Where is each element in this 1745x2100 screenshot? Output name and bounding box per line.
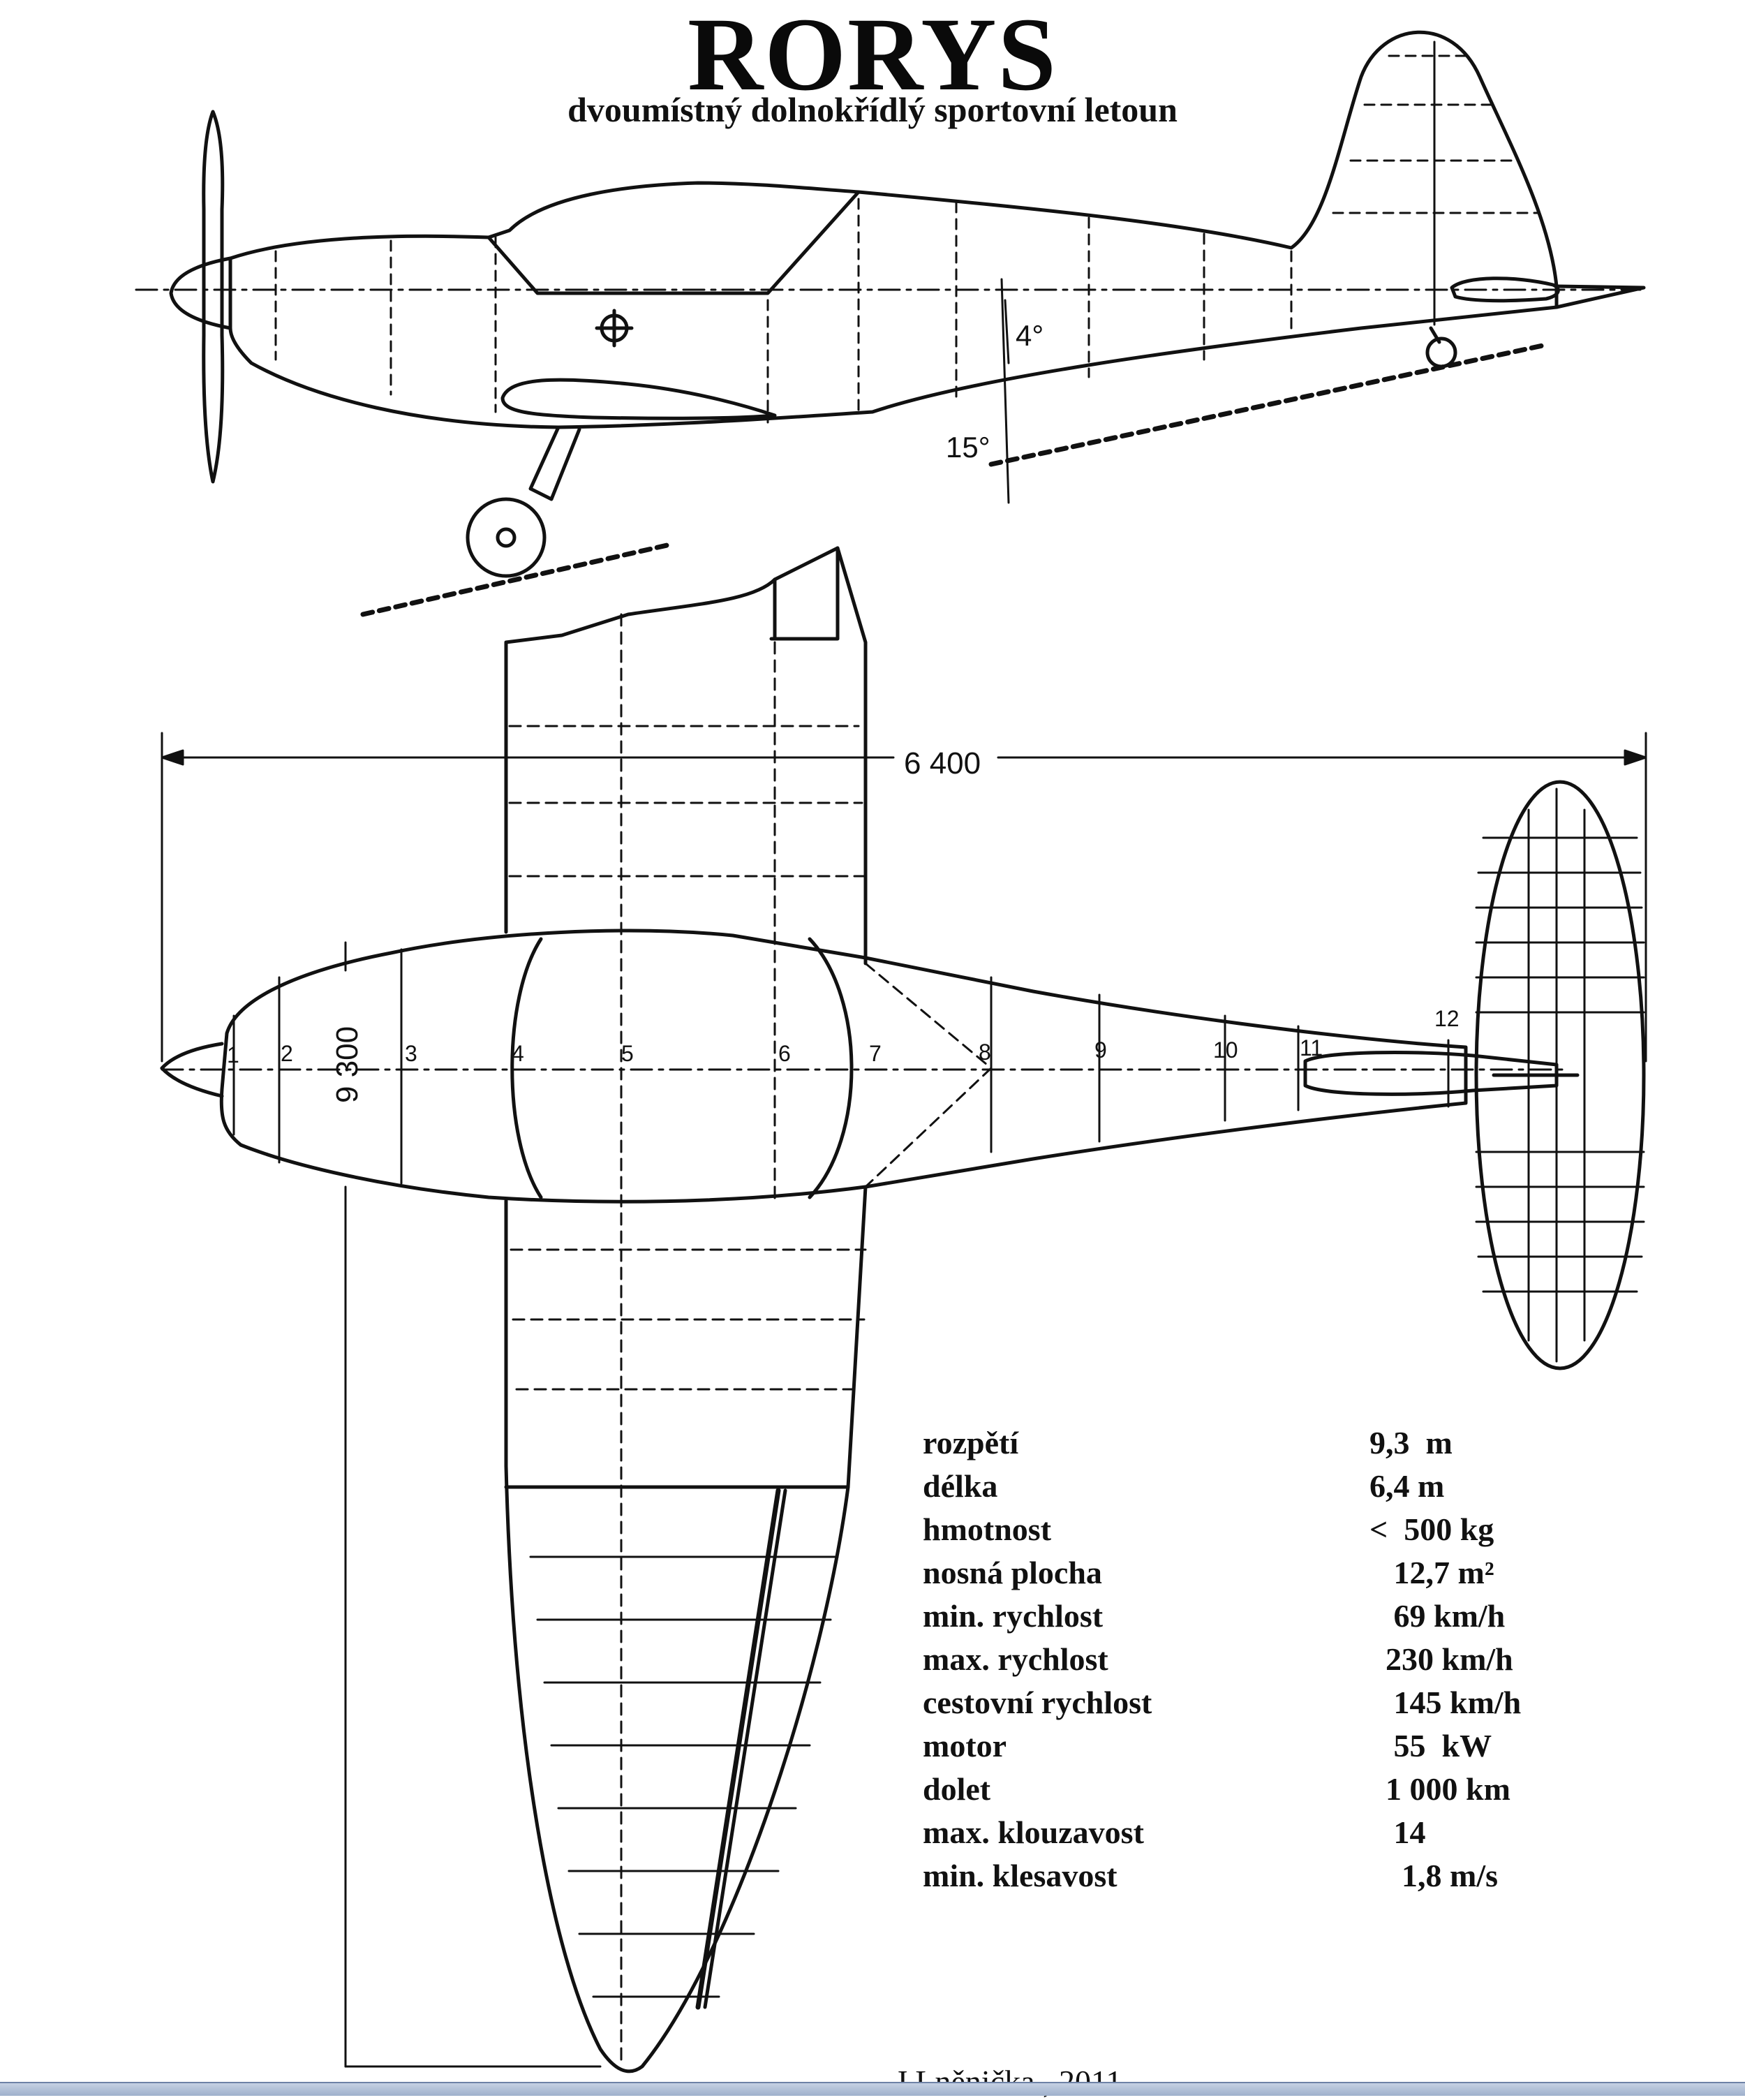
tailplane-profile [1450, 276, 1560, 303]
wing-lower [504, 1185, 868, 2073]
canopy [487, 190, 861, 295]
station-labels: 1 2 3 4 5 6 7 8 9 10 11 12 [227, 1006, 1460, 1067]
side-stations [274, 40, 1540, 504]
span-dim-label: 9 300 [330, 1026, 364, 1103]
station-label: 10 [1213, 1037, 1238, 1063]
spec-label: motor [923, 1728, 1007, 1763]
aileron-ribs [529, 1555, 839, 1998]
spec-value: < 500 kg [1369, 1511, 1494, 1547]
page-title: RORYS [688, 0, 1057, 112]
cockpit-top [510, 937, 854, 1199]
spec-value: 14 [1369, 1814, 1426, 1850]
spec-label: délka [923, 1468, 998, 1504]
side-view [169, 30, 1646, 617]
station-label: 4 [512, 1041, 524, 1066]
length-dim-label: 6 400 [904, 746, 981, 781]
spec-label: min. klesavost [923, 1858, 1117, 1893]
station-label: 11 [1300, 1035, 1323, 1060]
wing-ribs [508, 613, 993, 2061]
spec-row: max. rychlost 230 km/h [923, 1641, 1579, 1684]
fuselage-side [228, 30, 1559, 429]
station-label: 6 [778, 1041, 791, 1066]
spec-row: max. klouzavost 14 [923, 1814, 1579, 1857]
spec-label: min. rychlost [923, 1598, 1104, 1634]
spec-row: hmotnost < 500 kg [923, 1511, 1579, 1554]
angle-4-label: 4° [1016, 319, 1044, 352]
station-label: 2 [281, 1041, 293, 1066]
spec-value: 9,3 m [1369, 1425, 1453, 1461]
spec-value: 55 kW [1369, 1728, 1492, 1763]
spinner [169, 256, 232, 330]
page-subtitle: dvoumístný dolnokřídlý sportovní letoun [567, 90, 1178, 129]
spec-value: 6,4 m [1369, 1468, 1445, 1504]
station-label: 7 [869, 1041, 882, 1066]
station-label: 1 [227, 1042, 239, 1067]
spec-label: hmotnost [923, 1511, 1052, 1547]
spec-label: dolet [923, 1771, 991, 1807]
fuselage-top [219, 929, 1468, 1204]
taskbar [0, 2082, 1745, 2096]
spinner-top [160, 1042, 224, 1098]
station-label: 9 [1094, 1037, 1107, 1063]
propeller [202, 110, 225, 484]
span-dimension [344, 941, 602, 2068]
spec-value: 12,7 m² [1369, 1555, 1494, 1590]
spec-label: cestovní rychlost [923, 1685, 1152, 1720]
spec-row: nosná plocha 12,7 m² [923, 1554, 1579, 1597]
spec-label: max. klouzavost [923, 1814, 1144, 1850]
spec-value: 1 000 km [1369, 1771, 1510, 1807]
angle-15-label: 15° [946, 431, 990, 464]
top-view [160, 546, 1646, 2073]
main-gear-strut [528, 425, 581, 501]
spec-row: cestovní rychlost 145 km/h [923, 1684, 1579, 1727]
ground-line-front [360, 542, 673, 617]
spec-value: 145 km/h [1369, 1685, 1522, 1720]
station-label: 12 [1434, 1006, 1460, 1031]
spec-value: 230 km/h [1369, 1641, 1513, 1677]
station-label: 5 [621, 1041, 634, 1066]
spec-row: min. klesavost 1,8 m/s [923, 1857, 1579, 1900]
spec-label: rozpětí [923, 1425, 1019, 1461]
spec-value: 69 km/h [1369, 1598, 1506, 1634]
length-dimension [161, 732, 1647, 1063]
spec-label: nosná plocha [923, 1555, 1102, 1590]
tail-wheel [1425, 337, 1457, 369]
wing-upper [504, 546, 868, 966]
spec-row: dolet 1 000 km [923, 1770, 1579, 1814]
station-label: 8 [979, 1040, 991, 1065]
tailplane-top [1474, 780, 1646, 1370]
spec-row: motor 55 kW [923, 1727, 1579, 1770]
main-wheel [466, 497, 547, 578]
spec-value: 1,8 m/s [1369, 1858, 1498, 1893]
wing-profile [500, 378, 777, 420]
spec-label: max. rychlost [923, 1641, 1108, 1677]
ground-line-rear [988, 343, 1545, 467]
spec-table: rozpětí 9,3 m délka 6,4 m hmotnost < 500 kg… [923, 1424, 1579, 1900]
spec-row: délka 6,4 m [923, 1467, 1579, 1511]
spec-row: rozpětí 9,3 m [923, 1424, 1579, 1467]
spec-row: min. rychlost 69 km/h [923, 1597, 1579, 1641]
top-stations [232, 948, 1450, 1185]
station-label: 3 [405, 1041, 417, 1066]
